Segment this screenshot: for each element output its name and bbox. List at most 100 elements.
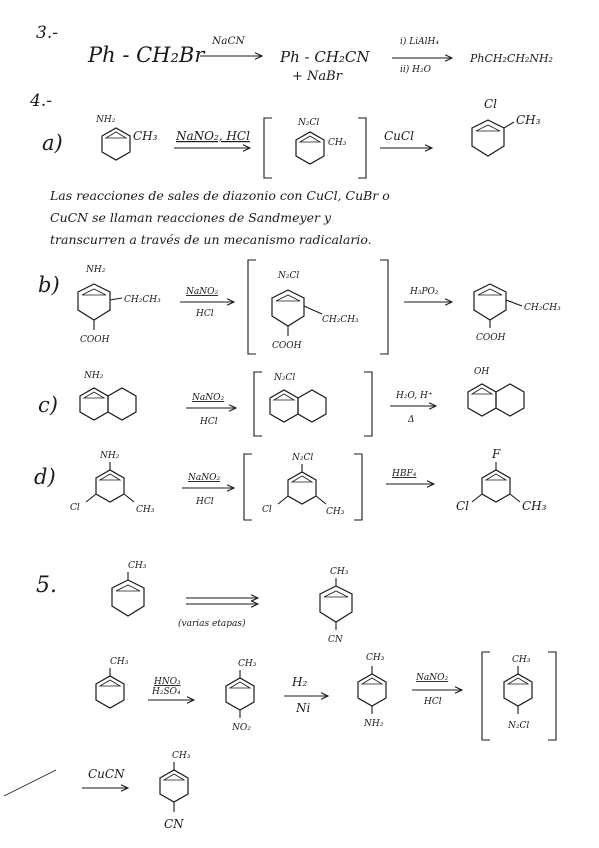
p5-s6-ch3: CH₃ <box>172 751 191 761</box>
p5-toluene-ring <box>111 572 145 617</box>
p4b-intermediate-ring <box>271 289 323 336</box>
p4b-bracket-right <box>380 259 389 355</box>
p4c-reagent-bottom: HCl <box>199 417 218 427</box>
p4a-bracket-right <box>358 117 367 179</box>
p5-s4-ring <box>503 666 533 714</box>
p5-s2-reagent-bottom: Ni <box>295 701 311 715</box>
p4c-intermediate-bicycle <box>269 389 327 423</box>
p4c-product-bicycle <box>467 383 525 417</box>
p4b-reagent-2: H₃PO₂ <box>409 287 439 297</box>
p4d-sm-nh2: NH₂ <box>99 451 120 461</box>
p5-margin-stroke <box>3 769 57 797</box>
problem-5-sequence: CH₃ HNO₃ H₂SO₄ CH₃ NO₂ H₂ Ni CH₃ NH₂ NaN… <box>3 651 557 831</box>
p4d-bracket-left <box>243 453 252 521</box>
p5-s3-reagent-bottom: HCl <box>423 697 442 707</box>
p4b-bracket-left <box>247 259 256 355</box>
p4a-reagent-2: CuCl <box>384 129 414 143</box>
problem-3: 3.- Ph - CH₂Br NaCN Ph - CH₂CN + NaBr i)… <box>36 23 553 84</box>
note-line-1: Las reacciones de sales de diazonio con … <box>49 188 390 203</box>
p4b-product-ring <box>473 283 523 328</box>
p4c-label: c) <box>38 393 58 417</box>
p5-s3-ring <box>357 666 387 714</box>
p4c-reagent-2-bottom: Δ <box>407 415 415 425</box>
p5-target-ring <box>319 578 353 630</box>
p4b-reagent-bottom: HCl <box>195 309 214 319</box>
p4a-sm-nh2: NH₂ <box>95 115 116 125</box>
p4b-label: b) <box>38 273 60 297</box>
p4d-int-n2cl: N₂Cl <box>291 453 313 463</box>
p5-s2-ring <box>225 670 255 718</box>
p4b-starting-ring <box>77 283 123 330</box>
p3-reagent: NaCN <box>211 35 245 47</box>
p4a-label: a) <box>42 131 63 155</box>
p5-s4-n2cl: N₂Cl <box>507 721 529 731</box>
p5-target-ch3: CH₃ <box>330 567 349 577</box>
p4c-starting-bicycle <box>79 387 137 421</box>
problem-5-overview: CH₃ (varias etapas) CH₃ CN <box>111 561 353 645</box>
p4a-reagent: NaNO₂, HCl <box>175 129 250 143</box>
p4b-int-ethyl: CH₂CH₃ <box>322 315 359 325</box>
p4a-int-n2cl: N₂Cl <box>297 118 319 128</box>
p4d-sm-ch3: CH₃ <box>136 505 155 515</box>
p5-s5-reagent: CuCN <box>88 767 125 781</box>
p4c-reagent-top: NaNO₂ <box>191 393 224 403</box>
note-line-2: CuCN se llaman reacciones de Sandmeyer y <box>50 210 332 225</box>
p4d-intermediate-ring <box>277 464 327 505</box>
problem-4-number: 4.- <box>29 91 52 111</box>
p4a-starting-ring <box>101 127 131 161</box>
p5-s6-ring <box>159 762 189 812</box>
p4c-sm-nh2: NH₂ <box>83 371 104 381</box>
p5-s2-ch3: CH₃ <box>238 659 257 669</box>
p4d-prod-ch3: CH₃ <box>522 499 547 513</box>
p4a-bracket-left <box>263 117 272 179</box>
p4d-bracket-right <box>354 453 363 521</box>
p4d-prod-f: F <box>491 447 501 461</box>
p4b-prod-cooh: COOH <box>476 333 506 343</box>
p5-target-cn: CN <box>328 635 344 645</box>
p4b-int-cooh: COOH <box>272 341 302 351</box>
problem-3-number: 3.- <box>36 23 58 43</box>
p3-reactant: Ph - CH₂Br <box>87 43 206 67</box>
p4d-reagent-top: NaNO₂ <box>187 473 220 483</box>
p4d-product-ring <box>471 462 521 503</box>
p4b-sm-cooh: COOH <box>80 335 110 345</box>
p5-s1-ring <box>95 668 125 709</box>
p4d-prod-cl: Cl <box>456 499 469 513</box>
p5-s3-ch3: CH₃ <box>366 653 385 663</box>
p4d-int-cl: Cl <box>262 505 272 515</box>
p4c-bracket-left <box>253 371 262 437</box>
p3-step-ii: ii) H₂O <box>400 64 432 75</box>
p4b-prod-ethyl: CH₂CH₃ <box>524 303 561 313</box>
p4c-bracket-right <box>364 371 373 437</box>
p4c-reagent-2-top: H₂O, H⁺ <box>395 391 433 401</box>
problem-5-number: 5. <box>36 573 57 598</box>
p4a-prod-ch3: CH₃ <box>516 113 541 127</box>
problem-4d: d) NH₂ Cl CH₃ NaNO₂ HCl N₂Cl Cl CH₃ HBF₄ <box>34 447 547 521</box>
p4c-int-n2cl: N₂Cl <box>273 373 295 383</box>
p5-s2-reagent-top: H₂ <box>291 675 307 689</box>
p4b-sm-ethyl: CH₂CH₃ <box>124 295 161 305</box>
p4d-label: d) <box>34 465 56 489</box>
p4d-reagent-bottom: HCl <box>195 497 214 507</box>
p4b-reagent-top: NaNO₂ <box>185 287 218 297</box>
p4c-prod-oh: OH <box>474 367 489 377</box>
p5-overview-note: (varias etapas) <box>178 618 246 629</box>
p4d-reagent-2: HBF₄ <box>391 469 417 479</box>
note-line-3: transcurren a través de un mecanismo rad… <box>50 232 372 247</box>
p4d-starting-ring <box>85 462 135 503</box>
problem-4a: a) NH₂ CH₃ NaNO₂, HCl N₂Cl CH₃ CuCl Cl C… <box>42 97 541 179</box>
p5-bracket-right <box>548 651 557 741</box>
p5-s1-reagent-bottom: H₂SO₄ <box>151 687 181 697</box>
problem-4b: b) NH₂ CH₂CH₃ COOH NaNO₂ HCl N₂Cl CH₂CH₃… <box>38 259 561 355</box>
p3-final-product: PhCH₂CH₂NH₂ <box>469 52 553 65</box>
p4a-sm-ch3: CH₃ <box>133 129 158 143</box>
p3-step-i: i) LiAlH₄ <box>400 36 439 47</box>
p4b-int-n2cl: N₂Cl <box>277 271 299 281</box>
p3-byproduct: + NaBr <box>292 69 343 84</box>
p5-s3-reagent-top: NaNO₂ <box>415 673 448 683</box>
p4a-product-ring <box>471 119 515 157</box>
p5-toluene-ch3: CH₃ <box>128 561 147 571</box>
p5-s1-reagent-top: HNO₃ <box>153 677 181 687</box>
problem-4c: c) NH₂ NaNO₂ HCl N₂Cl H₂O, H⁺ Δ OH <box>38 367 525 437</box>
